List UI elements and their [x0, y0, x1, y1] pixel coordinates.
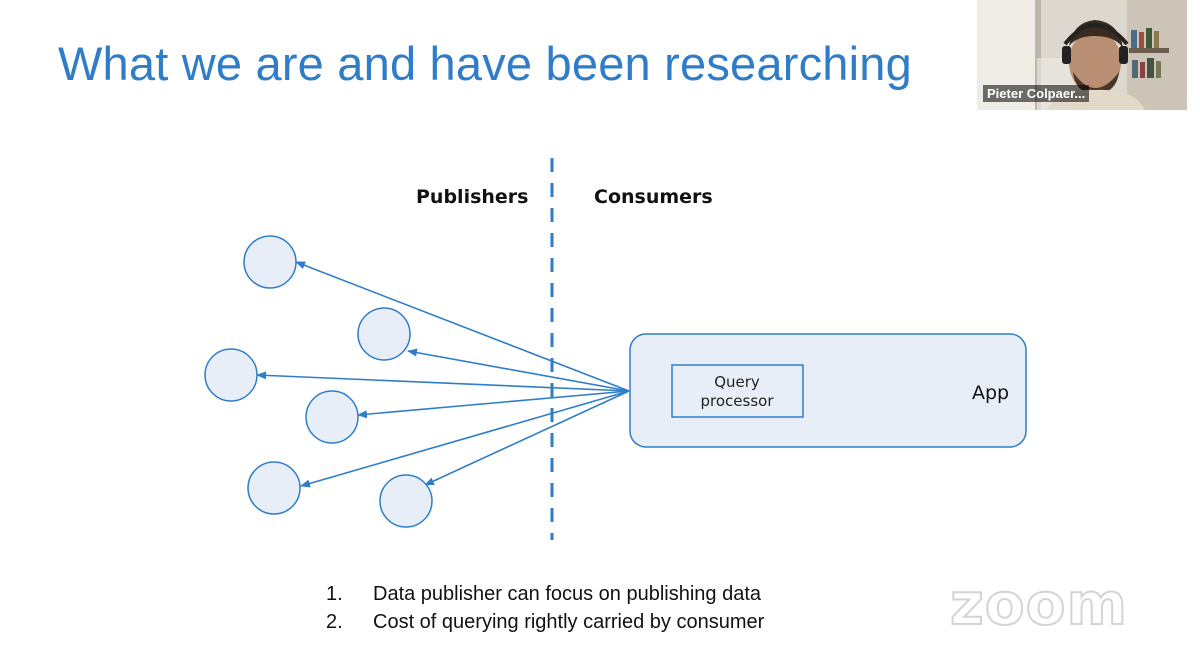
- query-arrow: [256, 371, 630, 392]
- publisher-node: [305, 390, 359, 444]
- query-processor-label-line2: processor: [701, 392, 775, 410]
- list-item-text: Cost of querying rightly carried by cons…: [373, 611, 765, 633]
- list-item: 1. Data publisher can focus on publishing…: [326, 580, 764, 608]
- publisher-node: [379, 474, 433, 528]
- participant-video-tile[interactable]: Pieter Colpaer...: [977, 0, 1187, 110]
- key-points-list: 1. Data publisher can focus on publishing…: [326, 580, 764, 636]
- app-label: App: [972, 382, 1009, 404]
- query-processor-box: [671, 364, 804, 418]
- publisher-node: [247, 461, 301, 515]
- publisher-node: [243, 235, 297, 289]
- query-arrow: [357, 390, 630, 419]
- publishers-label: Publishers: [416, 186, 528, 208]
- consumers-label: Consumers: [594, 186, 713, 208]
- publisher-node: [357, 307, 411, 361]
- query-arrow: [300, 390, 630, 488]
- list-item-number: 1.: [326, 583, 343, 605]
- query-processor-label-line1: Query: [714, 373, 760, 391]
- zoom-watermark-logo: zoom: [949, 569, 1128, 639]
- app-box: [629, 333, 1027, 448]
- publisher-node: [204, 348, 258, 402]
- list-item-number: 2.: [326, 611, 343, 633]
- query-arrow: [424, 390, 630, 486]
- query-arrow: [407, 348, 630, 392]
- participant-name-label: Pieter Colpaer...: [983, 85, 1090, 102]
- query-arrow: [295, 261, 630, 392]
- list-item-text: Data publisher can focus on publishing d…: [373, 583, 762, 605]
- slide-title: What we are and have been researching: [58, 37, 912, 90]
- publisher-nodes: [204, 235, 433, 528]
- list-item: 2. Cost of querying rightly carried by co…: [326, 608, 764, 636]
- query-arrows: [256, 261, 630, 488]
